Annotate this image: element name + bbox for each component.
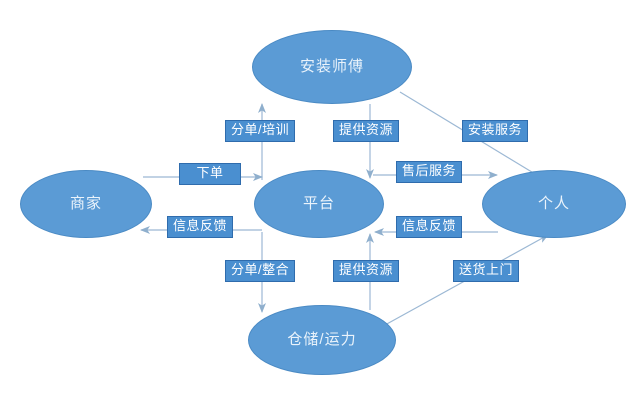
node-platform-label: 平台: [302, 194, 335, 212]
node-warehouse-label: 仓储/运力: [287, 330, 357, 348]
node-person-label: 个人: [537, 194, 570, 212]
edge-label-fendan-zhenghe[interactable]: 分单/整合: [225, 260, 296, 282]
node-installer[interactable]: 安装师傅: [252, 30, 412, 104]
node-person[interactable]: 个人: [482, 170, 626, 238]
edge-label-xiadan[interactable]: 下单: [179, 163, 241, 185]
edge-label-fendan-peixun[interactable]: 分单/培训: [225, 120, 296, 142]
node-platform[interactable]: 平台: [254, 170, 384, 238]
edge-label-xinxi-fankui-right[interactable]: 信息反馈: [396, 216, 463, 238]
edge-label-xinxi-fankui-left[interactable]: 信息反馈: [167, 216, 234, 238]
edge-label-shouhou-fuwu[interactable]: 售后服务: [396, 161, 463, 183]
node-merchant-label: 商家: [69, 194, 102, 212]
edge-label-songhuo-shangmen[interactable]: 送货上门: [453, 260, 520, 282]
node-warehouse[interactable]: 仓储/运力: [248, 305, 396, 375]
edge-label-tigong-ziyuan-top[interactable]: 提供资源: [333, 120, 400, 142]
node-merchant[interactable]: 商家: [20, 170, 152, 238]
node-installer-label: 安装师傅: [299, 57, 364, 75]
edge-label-tigong-ziyuan-bottom[interactable]: 提供资源: [333, 260, 400, 282]
edge-label-anzhuang-fuwu[interactable]: 安装服务: [462, 120, 529, 142]
